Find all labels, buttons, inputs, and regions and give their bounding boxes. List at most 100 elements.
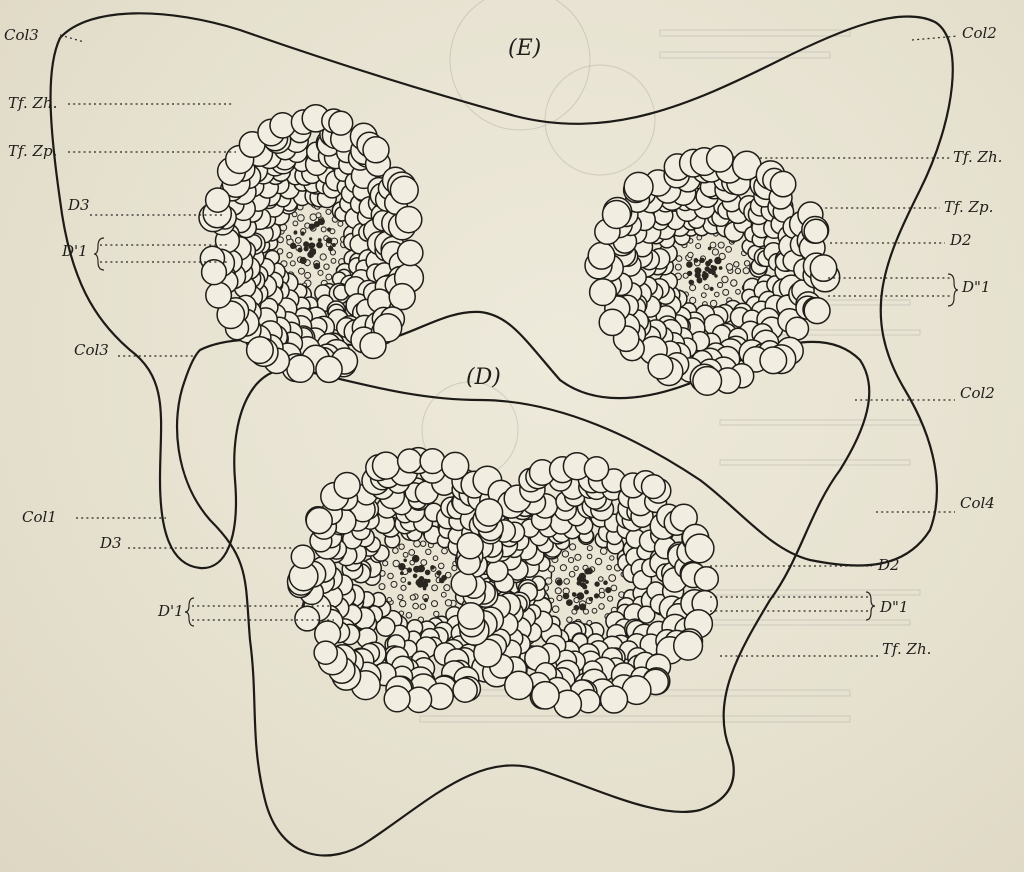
xylem-cell: [714, 257, 721, 264]
tissue-cell: [624, 172, 653, 201]
xylem-cell: [697, 278, 703, 284]
tissue-cell: [707, 146, 733, 172]
tissue-cell: [696, 244, 701, 249]
tissue-cell: [532, 682, 559, 709]
xylem-cell: [687, 271, 692, 276]
tissue-cell: [400, 600, 406, 606]
label-d1p-lower: D'1: [157, 602, 184, 620]
tissue-cell: [710, 242, 716, 248]
xylem-cell: [695, 267, 702, 274]
tissue-cell: [326, 274, 332, 280]
xylem-cell: [719, 266, 723, 270]
xylem-cell: [603, 580, 608, 585]
tissue-cell: [710, 300, 716, 306]
tissue-cell: [704, 285, 709, 290]
tissue-cell: [324, 264, 329, 269]
tissue-cell: [718, 242, 724, 248]
tissue-cell: [290, 261, 295, 266]
tissue-cell: [567, 617, 572, 622]
xylem-cell: [316, 242, 323, 249]
tissue-cell: [388, 573, 394, 579]
xylem-cell: [708, 259, 712, 263]
tissue-cell: [438, 563, 444, 569]
xylem-cell: [407, 581, 411, 585]
tissue-cell: [675, 264, 681, 270]
tissue-cell: [420, 604, 426, 610]
tissue-cell: [293, 221, 298, 226]
tissue-cell: [442, 548, 448, 554]
label-tf-zh-left: Tf. Zh.: [8, 94, 57, 112]
tissue-cell: [610, 556, 614, 560]
tissue-cell: [373, 452, 400, 479]
xylem-cell: [694, 258, 699, 263]
tissue-cell: [298, 215, 305, 222]
xylem-cell: [689, 280, 694, 285]
tissue-cell: [247, 337, 274, 364]
tissue-cell: [555, 588, 561, 594]
xylem-cell: [708, 247, 712, 251]
xylem-cell: [586, 568, 593, 575]
xylem-cell: [423, 587, 427, 591]
tissue-cell: [314, 641, 337, 664]
tissue-cell: [295, 606, 320, 631]
xylem-cell: [403, 559, 407, 563]
tissue-cell: [723, 289, 729, 295]
tissue-cell: [320, 254, 326, 260]
tissue-cell: [648, 354, 673, 379]
xylem-cell: [318, 218, 325, 225]
tissue-cell: [685, 534, 714, 563]
section-label-d: (D): [466, 365, 501, 390]
label-d2-upper: D2: [949, 231, 972, 249]
tissue-cell: [600, 548, 607, 555]
vascular-bundles: [199, 105, 840, 718]
xylem-cell: [436, 570, 441, 575]
label-col3-top: Col3: [4, 26, 39, 44]
label-col4: Col4: [960, 494, 995, 512]
tissue-cell: [726, 247, 732, 253]
tissue-cell: [334, 473, 360, 499]
tissue-cell: [726, 264, 733, 271]
tissue-cell: [421, 541, 426, 546]
xylem-cell: [584, 590, 589, 595]
tissue-cell: [287, 355, 314, 382]
xylem-cell: [605, 587, 611, 593]
tissue-cell: [329, 111, 353, 135]
xylem-cell: [714, 274, 717, 277]
xylem-cell: [400, 571, 404, 575]
xylem-cell: [332, 243, 336, 247]
tissue-cell: [487, 560, 508, 581]
tissue-cell: [599, 592, 605, 598]
tissue-cell: [609, 575, 616, 582]
xylem-cell: [686, 261, 693, 268]
tissue-cell: [592, 608, 597, 613]
xylem-cell: [594, 593, 599, 598]
tissue-cell: [584, 457, 608, 481]
label-col1: Col1: [22, 508, 57, 526]
xylem-cell: [439, 578, 445, 584]
tissue-cell: [287, 253, 292, 258]
xylem-cell: [699, 258, 704, 263]
tissue-cell: [321, 227, 326, 232]
xylem-cell: [309, 243, 315, 249]
tissue-cell: [390, 176, 418, 204]
xylem-cell: [594, 581, 599, 586]
tissue-cell: [451, 571, 476, 596]
tissue-cell: [731, 280, 737, 286]
tissue-cell: [458, 603, 484, 629]
xylem-cell: [574, 605, 580, 611]
tissue-cell: [552, 606, 559, 613]
tissue-cell: [363, 137, 389, 163]
tissue-cell: [413, 603, 419, 609]
tissue-cell: [441, 592, 446, 597]
tissue-cell: [545, 578, 552, 585]
tissue-cell: [452, 566, 457, 571]
tissue-cell: [701, 293, 706, 298]
tissue-cell: [569, 571, 575, 577]
tissue-cell: [608, 596, 613, 601]
tissue-cell: [306, 508, 332, 534]
tissue-cell: [590, 279, 617, 306]
label-d1pp-lower: D"1: [879, 598, 908, 616]
tissue-cell: [642, 475, 666, 499]
label-tf-zp-right: Tf. Zp.: [944, 198, 993, 216]
